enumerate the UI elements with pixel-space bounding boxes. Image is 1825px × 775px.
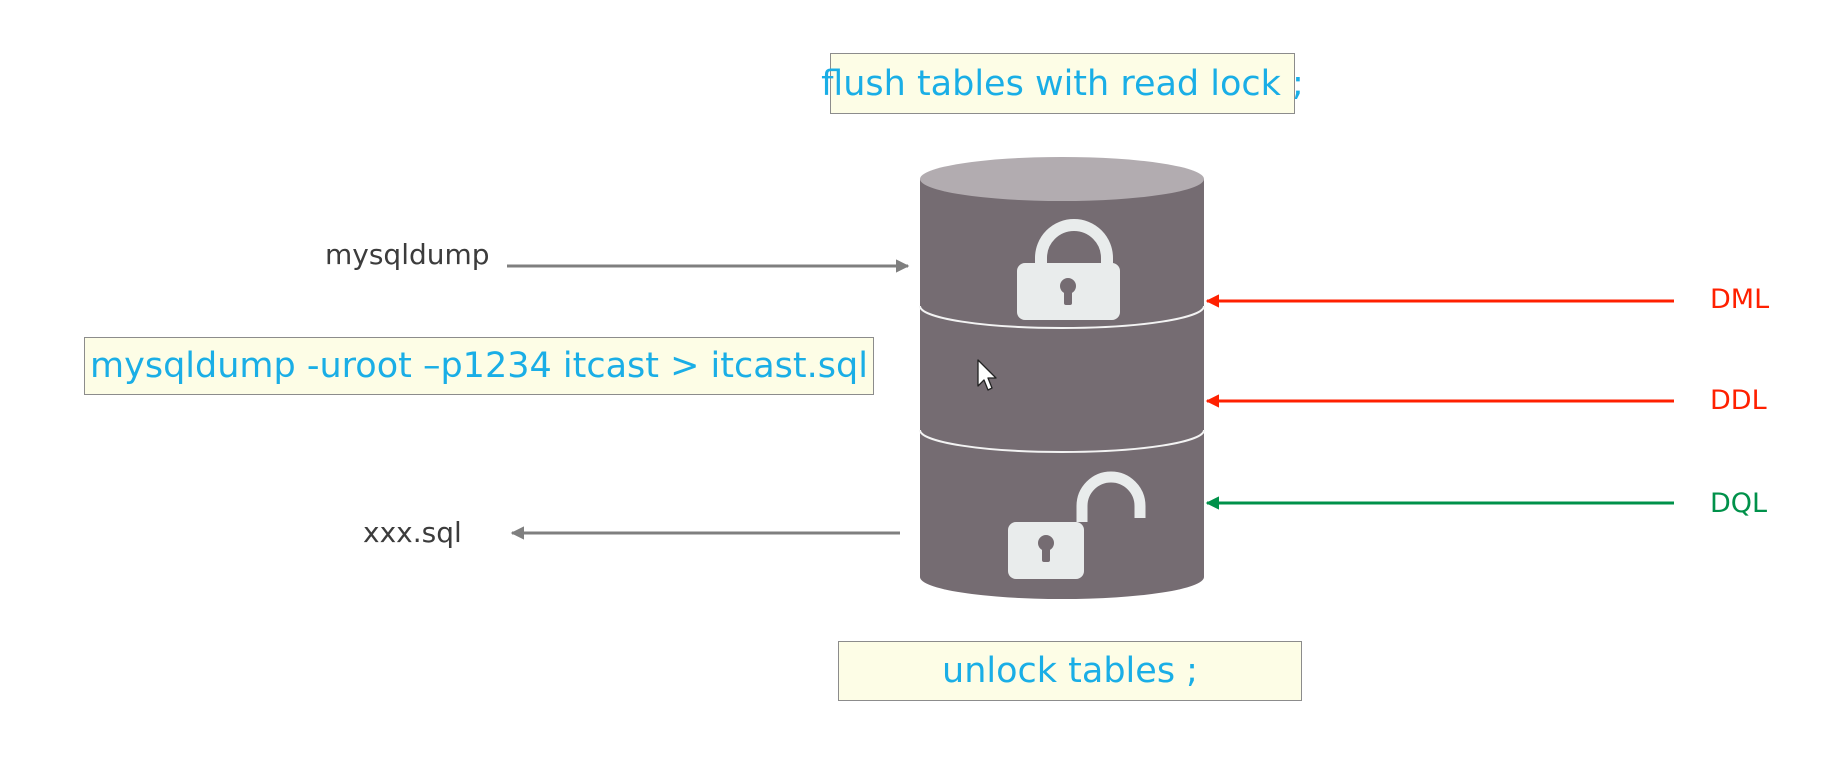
mouse-cursor-icon	[977, 359, 997, 391]
mysqldump-command: mysqldump -uroot –p1234 itcast > itcast.…	[84, 337, 874, 395]
op-label-ddl: DDL	[1710, 385, 1767, 416]
flush-tables-command: flush tables with read lock ;	[821, 53, 1304, 114]
op-label-dql: DQL	[1710, 488, 1768, 519]
op-label-dml: DML	[1710, 284, 1770, 315]
mysqldump-label: mysqldump	[325, 238, 490, 271]
output-file-label: xxx.sql	[363, 516, 462, 549]
lock-closed-icon	[1017, 219, 1120, 320]
lock-open-icon	[1008, 471, 1146, 579]
unlock-tables-command: unlock tables ;	[838, 641, 1302, 701]
